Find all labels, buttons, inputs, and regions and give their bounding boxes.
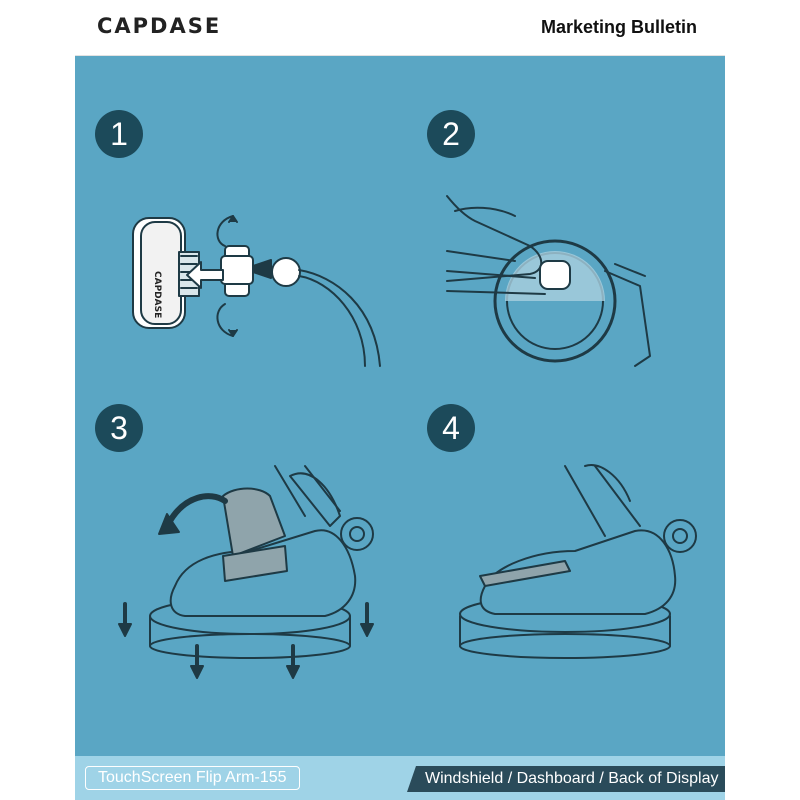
step-3-badge: 3 — [95, 404, 143, 452]
product-name-tag: TouchScreen Flip Arm-155 — [85, 766, 300, 790]
bulletin-title: Marketing Bulletin — [540, 17, 697, 37]
step-4-badge: 4 — [427, 404, 475, 452]
footer-bar: TouchScreen Flip Arm-155 Windshield / Da… — [75, 756, 725, 800]
step-1-badge: 1 — [95, 110, 143, 158]
header-bar: CAPDASE Marketing Bulletin — [75, 0, 725, 56]
step-2-badge: 2 — [427, 110, 475, 158]
step-4-illustration — [459, 464, 697, 659]
instruction-panel: 1 2 3 4 CAPDASE — [75, 56, 725, 756]
step-3-illustration — [118, 465, 374, 679]
instruction-illustrations: CAPDASE — [118, 195, 697, 679]
head-brand-label: CAPDASE — [152, 271, 162, 318]
brand-logo: CAPDASE — [97, 14, 222, 38]
step-2-illustration — [446, 195, 651, 367]
usage-locations-tag: Windshield / Dashboard / Back of Display — [407, 766, 725, 792]
step-1-illustration: CAPDASE — [132, 215, 381, 367]
